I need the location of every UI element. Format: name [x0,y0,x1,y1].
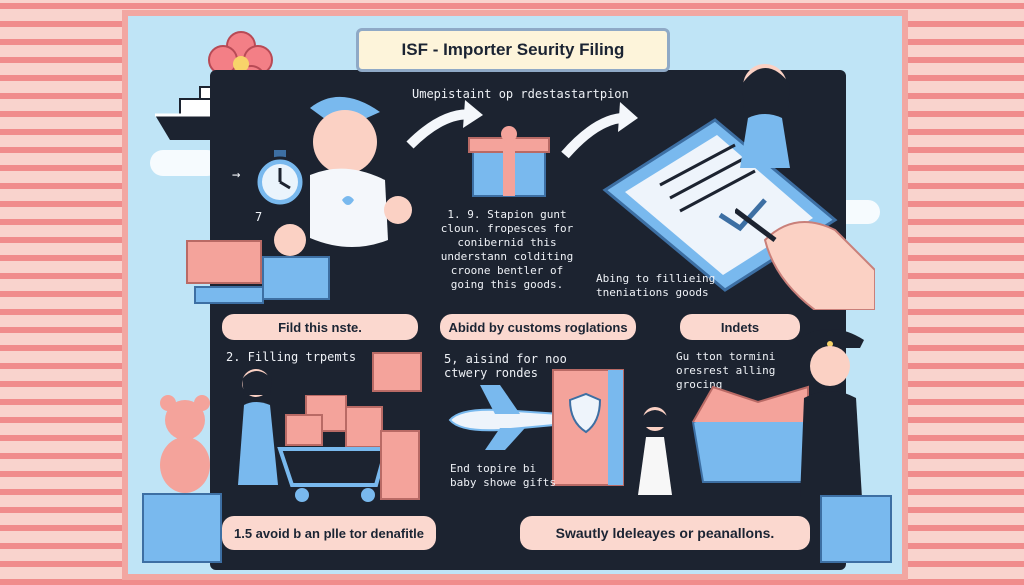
mid-text-line: cloun. fropesces for [440,222,574,235]
gift-icon [468,126,550,197]
end-line: baby showe gifts [450,476,556,489]
arrow-right-icon [406,100,483,149]
woman-cart-icon [238,369,278,485]
filling-heading: 2. Filling trpemts [226,350,357,364]
hand-pen-icon [735,208,875,310]
baby-icon [274,96,412,256]
mid-text-line: croone bentler of [450,264,564,277]
fill-note-tag: Fild this nste. [222,314,418,340]
gift-box [186,240,262,284]
right-text-line: Abing to fillieing [596,272,716,285]
avoid-penalty-tag: 1.5 avoid b an plle tor denafitle [222,516,436,550]
end-line: End topire bi [450,462,537,475]
mid-text-line: 1. 9. Stapion gunt [447,208,567,221]
clock-icon [254,150,306,208]
indets-tag: Indets [680,314,800,340]
arrow-right-icon [561,102,638,159]
stack-box [194,286,264,304]
delays-tag: Swautly ldeleayes or peanallons. [520,516,810,550]
right-item-line: oresrest alling [676,364,776,377]
right-item-line: Gu tton tormini [676,350,776,363]
stack-box [262,256,330,300]
customs-officer-icon [796,329,864,498]
arrow-number: 7 [255,210,263,224]
girl-icon [638,407,672,495]
right-item-line: grocing [676,378,723,391]
woman-icon [740,64,790,168]
mid-text-line: going this goods. [450,278,564,291]
plant-pot [142,493,222,563]
stacked-box [372,352,422,392]
shield-box-icon [552,369,624,486]
mid-text-line: conibernid this [457,236,557,249]
plant-pot [820,495,892,563]
top-caption: Umepistaint op rdestastartpion [412,87,629,101]
shopping-cart-icon [277,395,389,502]
mid-text-line: understann colditing [440,250,574,263]
cloud-icon [150,150,220,176]
page-title: ISF - Importer Seurity Filing [356,28,670,72]
teddy-bear-icon [160,395,210,493]
center-item-line: ctwery rondes [444,366,538,380]
right-text-line: tneniations goods [596,286,709,299]
customs-tag: Abidd by customs roglations [440,314,636,340]
center-item-line: 5, aisind for noo [444,352,567,366]
stacked-box [380,430,420,500]
